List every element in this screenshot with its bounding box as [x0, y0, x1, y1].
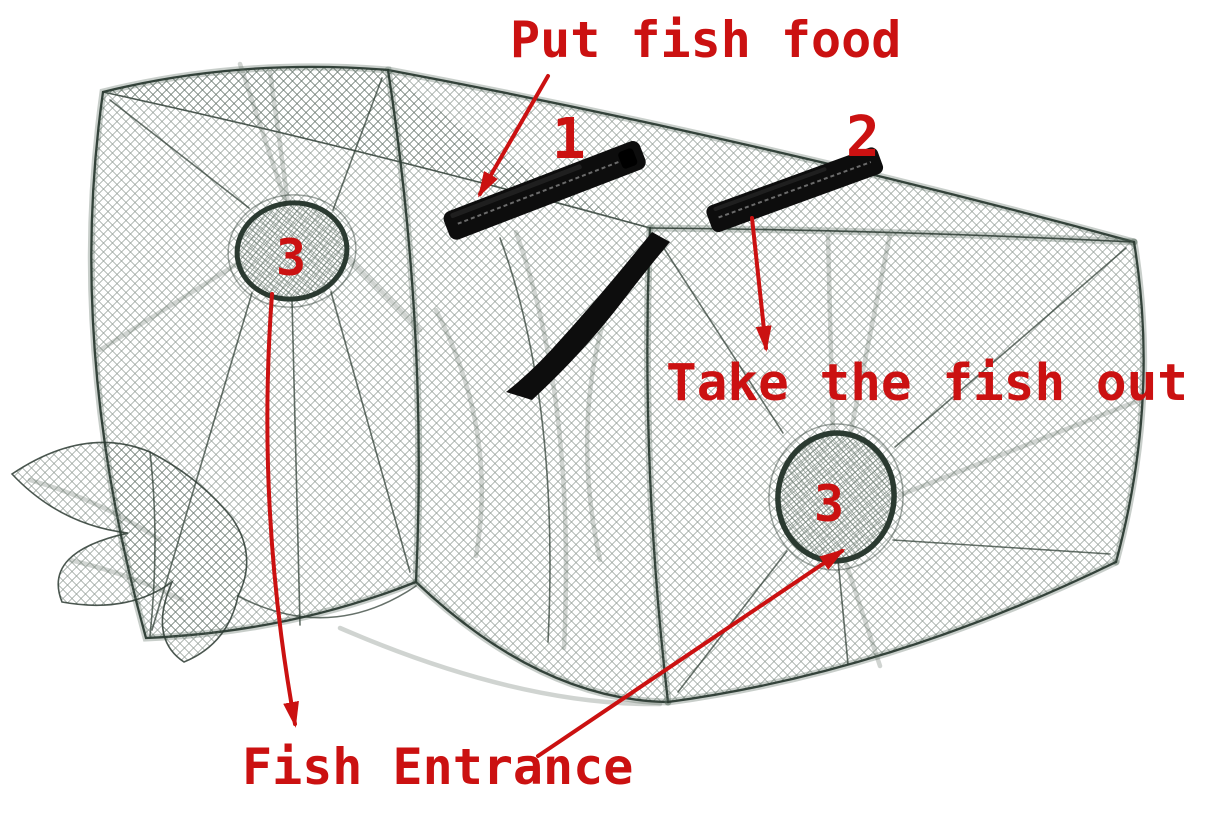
- label-step-2: 2: [846, 105, 880, 170]
- arrow-to-zipper-1: [478, 74, 550, 198]
- label-fish-entrance: Fish Entrance: [242, 738, 633, 796]
- zipper-flap: [506, 232, 670, 400]
- zipper-2: [706, 147, 884, 233]
- arrow-caption-to-right-entrance: [536, 548, 846, 758]
- label-step-1: 1: [552, 107, 586, 172]
- label-take-the-fish-out: Take the fish out: [666, 354, 1188, 413]
- right-support-wires: [655, 231, 1143, 693]
- zipper-1: [443, 141, 646, 240]
- loose-net-tail: [10, 441, 417, 663]
- entrance-ring-left: [227, 194, 357, 308]
- annotations: Put fish food 1 2 Take the fish out 3 3 …: [242, 11, 1188, 796]
- arrow-left-entrance-to-caption: [265, 292, 299, 728]
- zipper-1-pull: [618, 148, 638, 169]
- arrow-to-take-fish-out: [750, 216, 772, 352]
- front-support-wires: [337, 229, 663, 707]
- label-entrance-left-3: 3: [276, 229, 306, 287]
- label-put-fish-food: Put fish food: [510, 11, 901, 69]
- label-entrance-right-3: 3: [814, 475, 844, 533]
